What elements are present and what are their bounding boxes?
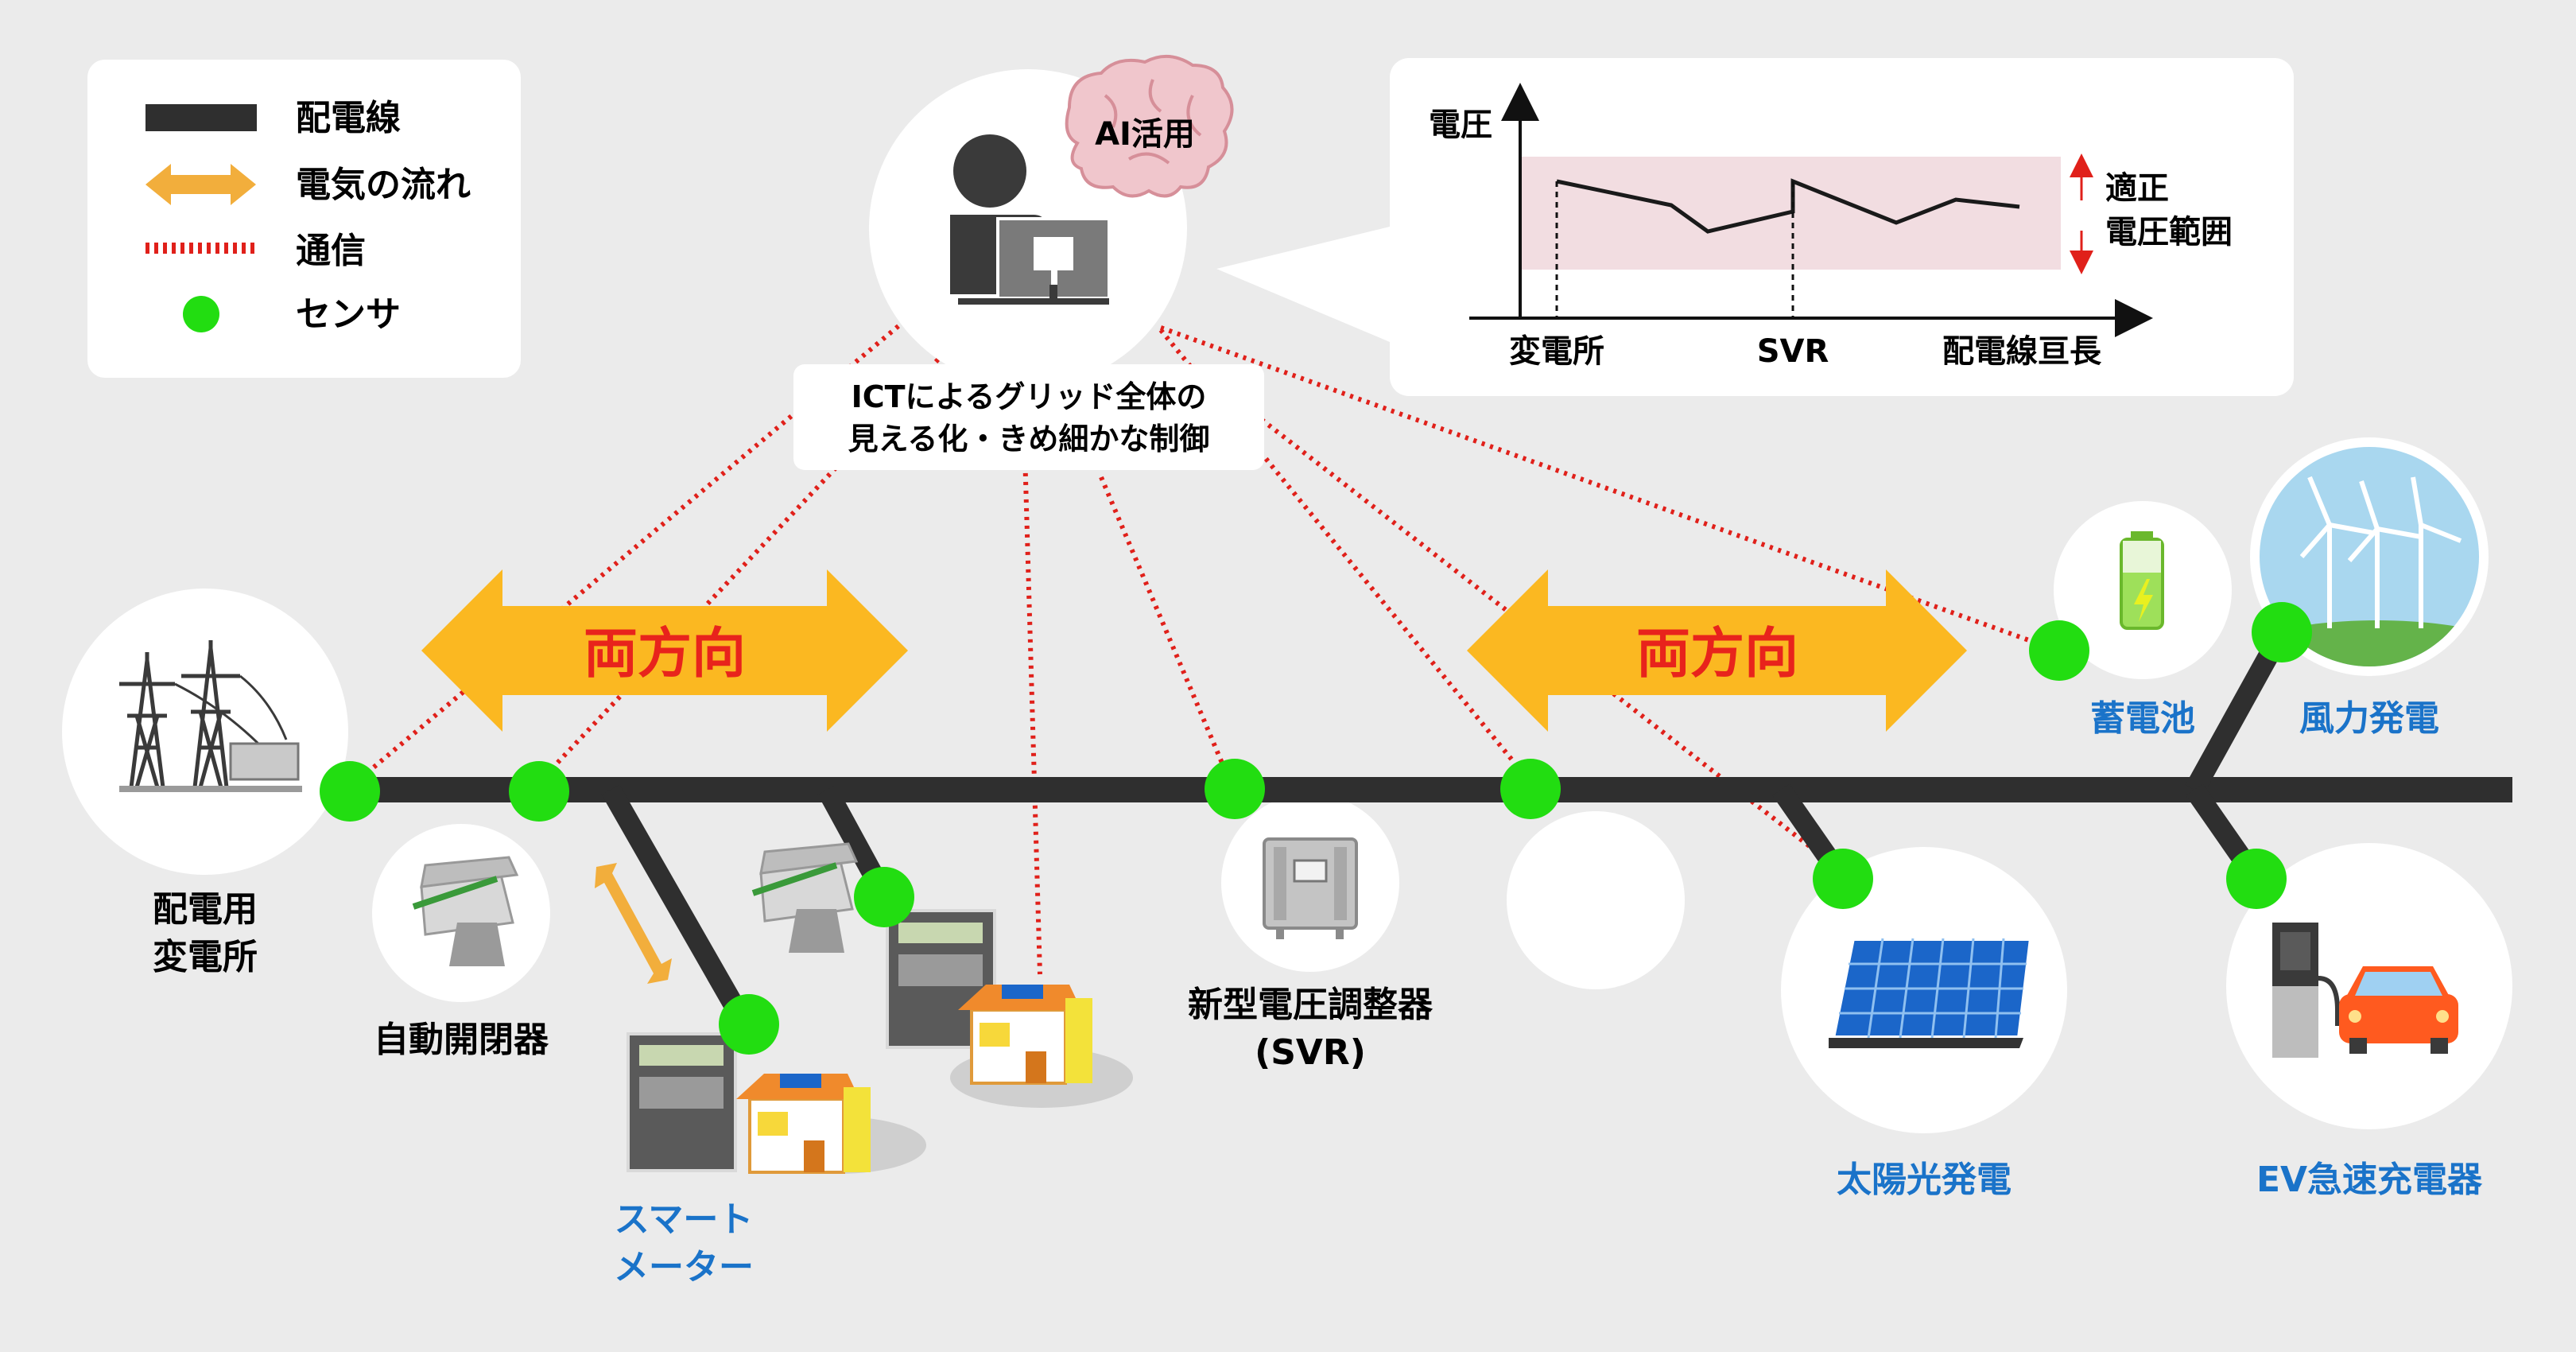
label-wind: 風力発電 <box>2299 698 2439 739</box>
sensor-dot <box>1500 759 1561 819</box>
ai-operator: AI活用 <box>869 54 1234 387</box>
sensor-dot <box>509 761 569 822</box>
sensor-dot <box>1813 849 1873 909</box>
ict-caption-line2: 見える化・きめ細かな制御 <box>848 422 1210 456</box>
car-icon <box>2339 966 2458 1054</box>
sensor-dot <box>2226 849 2287 909</box>
flow-label-left: 両方向 <box>584 623 746 686</box>
person-icon <box>953 134 1026 208</box>
meter-house-group-1 <box>886 909 1133 1108</box>
label-svr-1: 新型電圧調整器 <box>1188 985 1433 1025</box>
ict-caption-line1: ICTによるグリッド全体の <box>852 379 1207 414</box>
small-flow-arrow <box>595 863 672 984</box>
substation-icon <box>119 640 302 792</box>
label-smart-meter-1: スマート <box>615 1199 754 1240</box>
ict-caption: ICTによるグリッド全体の 見える化・きめ細かな制御 <box>793 364 1264 470</box>
battery-icon <box>2120 531 2164 630</box>
legend-label-sensor: センサ <box>296 294 401 335</box>
flow-label-right: 両方向 <box>1636 623 1798 686</box>
legend-label-line: 配電線 <box>296 98 401 138</box>
sensor-dot <box>2252 602 2312 662</box>
sensor-dot <box>320 761 380 822</box>
ev-charger-icon <box>2272 923 2458 1058</box>
house-icon <box>958 985 1092 1085</box>
label-substation-1: 配電用 <box>153 889 258 930</box>
legend-label-comm: 通信 <box>296 231 366 271</box>
voltage-axis-label: 電圧 <box>1429 107 1492 143</box>
label-switch: 自動開閉器 <box>374 1020 549 1060</box>
sensor-dot <box>719 994 779 1055</box>
label-solar: 太陽光発電 <box>1837 1160 2012 1200</box>
x-label-substation: 変電所 <box>1509 333 1604 370</box>
x-label-svr: SVR <box>1757 333 1829 370</box>
sensor-dot <box>854 867 914 927</box>
flow-arrow-left: 両方向 <box>421 569 908 732</box>
range-label-2: 電圧範囲 <box>2105 214 2233 251</box>
house-icon <box>736 1074 871 1174</box>
flow-arrow-right: 両方向 <box>1467 569 1967 732</box>
range-label-1: 適正 <box>2105 170 2169 207</box>
green-dot-swatch <box>183 296 219 332</box>
switch-icon-left <box>412 856 519 966</box>
switch-circle-right <box>1507 811 1685 989</box>
label-svr-2: (SVR) <box>1255 1032 1366 1073</box>
x-label-line-length: 配電線亘長 <box>1942 333 2102 370</box>
double-arrow-swatch <box>145 164 256 205</box>
label-battery: 蓄電池 <box>2090 698 2195 739</box>
sensors <box>320 602 2312 1055</box>
ai-badge: AI活用 <box>1095 116 1195 153</box>
label-smart-meter-2: メーター <box>614 1247 754 1288</box>
switch-icon-right <box>751 842 859 953</box>
brain-icon <box>1065 54 1234 198</box>
label-ev: EV急速充電器 <box>2256 1160 2483 1200</box>
solar-panel-icon <box>1829 936 2035 1048</box>
meter-house-group-2 <box>627 1032 926 1174</box>
sensor-dot <box>1205 759 1265 819</box>
label-substation-2: 変電所 <box>153 937 258 977</box>
legend: 配電線 電気の流れ 通信 センサ <box>87 60 521 378</box>
line-swatch <box>145 104 257 131</box>
sensor-dot <box>2029 620 2089 681</box>
svr-icon <box>1263 837 1358 939</box>
voltage-chart-callout: 電圧 変電所 SVR 配電線亘長 適正 電圧範囲 <box>1216 58 2294 396</box>
legend-label-flow: 電気の流れ <box>296 165 471 205</box>
